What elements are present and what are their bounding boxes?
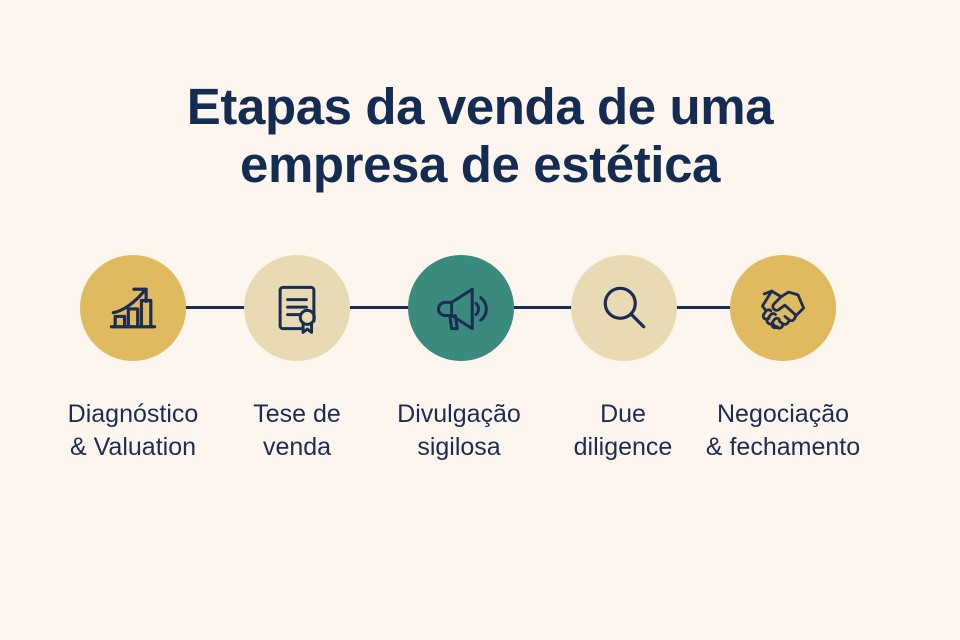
step-5-label: Negociação & fechamento [688,398,878,464]
step-5-negociacao-fechamento[interactable] [730,255,836,361]
step-2-circle [244,255,350,361]
step-3-label-line-2: sigilosa [417,433,501,461]
certificate-document-icon [278,285,316,334]
title-line-2: empresa de estética [239,136,720,193]
step-4-label-line-1: Due [600,400,646,428]
title-line-1: Etapas da venda de uma [186,78,774,135]
step-1-diagnostico-valuation[interactable] [80,255,186,361]
step-5-label-line-2: & fechamento [705,433,861,461]
handshake-icon [760,289,806,330]
step-4-due-diligence[interactable] [571,255,677,361]
step-2-tese-de-venda[interactable] [244,255,350,361]
page-title: Etapas da venda de uma empresa de estéti… [0,78,960,194]
step-3-divulgacao-sigilosa[interactable] [408,255,514,361]
step-2-label-line-2: venda [262,433,332,461]
step-5-circle [730,255,836,361]
step-1-label: Diagnóstico & Valuation [33,398,233,464]
step-4-label-line-2: diligence [573,433,673,461]
step-1-label-line-2: & Valuation [69,433,196,461]
magnifying-glass-icon [603,286,646,329]
growth-bar-chart-icon [109,287,157,329]
step-5-label-line-1: Negociação [716,400,850,428]
step-3-label-line-1: Divulgação [397,400,521,428]
step-labels: Diagnóstico & Valuation Tese de venda Di… [0,398,960,478]
step-2-label-line-1: Tese de [253,400,341,428]
step-1-circle [80,255,186,361]
step-4-label: Due diligence [549,398,697,464]
step-3-circle [408,255,514,361]
step-2-label: Tese de venda [219,398,375,464]
step-4-circle [571,255,677,361]
megaphone-icon [437,287,488,331]
step-1-label-line-1: Diagnóstico [67,400,199,428]
process-steps [0,255,960,361]
step-3-label: Divulgação sigilosa [371,398,547,464]
